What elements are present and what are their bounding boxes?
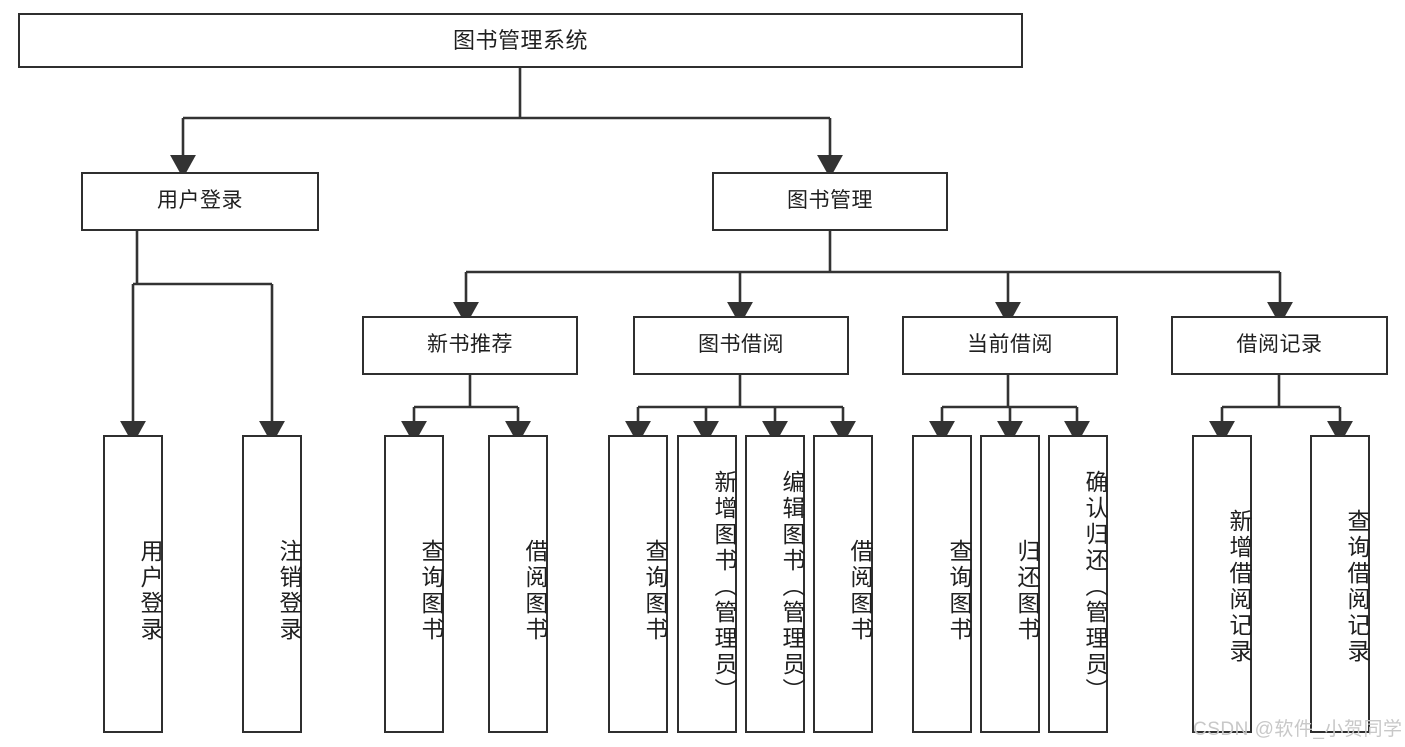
node-label: 新增图书（管理员） <box>711 470 737 704</box>
node-label: 图书管理系统 <box>452 27 588 53</box>
node-label: 编辑图书（管理员） <box>779 470 805 704</box>
node-book-management[interactable]: 图书管理 <box>712 172 948 231</box>
node-label: 查询借阅记录 <box>1344 509 1370 665</box>
node-new-book-recommend[interactable]: 新书推荐 <box>362 316 578 375</box>
node-label: 确认归还（管理员） <box>1082 470 1108 704</box>
node-label: 查询图书 <box>642 539 668 643</box>
leaf-new-book-borrow-book[interactable]: 借阅图书 <box>488 435 548 733</box>
leaf-book-borrow-query-book[interactable]: 查询图书 <box>608 435 668 733</box>
leaf-user-login-login[interactable]: 用户登录 <box>103 435 163 733</box>
node-label: 借阅图书 <box>522 539 548 643</box>
node-label: 归还图书 <box>1014 539 1040 643</box>
node-label: 图书借阅 <box>698 333 784 357</box>
leaf-book-borrow-edit-book-admin[interactable]: 编辑图书（管理员） <box>745 435 805 733</box>
node-label: 查询图书 <box>418 539 444 643</box>
leaf-current-borrow-confirm-return-admin[interactable]: 确认归还（管理员） <box>1048 435 1108 733</box>
node-label: 借阅图书 <box>847 539 873 643</box>
node-current-borrow[interactable]: 当前借阅 <box>902 316 1118 375</box>
leaf-borrow-record-query-record[interactable]: 查询借阅记录 <box>1310 435 1370 733</box>
node-label: 图书管理 <box>787 189 873 213</box>
watermark-text: CSDN @软件_小贺同学 <box>1193 719 1403 740</box>
leaf-new-book-query-book[interactable]: 查询图书 <box>384 435 444 733</box>
leaf-borrow-record-add-record[interactable]: 新增借阅记录 <box>1192 435 1252 733</box>
node-root-book-management-system[interactable]: 图书管理系统 <box>18 13 1023 68</box>
leaf-user-login-logout[interactable]: 注销登录 <box>242 435 302 733</box>
leaf-current-borrow-return-book[interactable]: 归还图书 <box>980 435 1040 733</box>
node-label: 当前借阅 <box>967 333 1053 357</box>
node-book-borrow[interactable]: 图书借阅 <box>633 316 849 375</box>
node-label: 用户登录 <box>137 539 163 643</box>
node-label: 新增借阅记录 <box>1226 509 1252 665</box>
node-label: 借阅记录 <box>1236 333 1323 357</box>
node-user-login[interactable]: 用户登录 <box>81 172 319 231</box>
leaf-book-borrow-borrow-book[interactable]: 借阅图书 <box>813 435 873 733</box>
leaf-book-borrow-add-book-admin[interactable]: 新增图书（管理员） <box>677 435 737 733</box>
node-label: 注销登录 <box>276 539 302 643</box>
node-label: 查询图书 <box>946 539 972 643</box>
node-label: 用户登录 <box>157 189 243 213</box>
node-borrow-record[interactable]: 借阅记录 <box>1171 316 1388 375</box>
node-label: 新书推荐 <box>427 333 513 357</box>
leaf-current-borrow-query-book[interactable]: 查询图书 <box>912 435 972 733</box>
